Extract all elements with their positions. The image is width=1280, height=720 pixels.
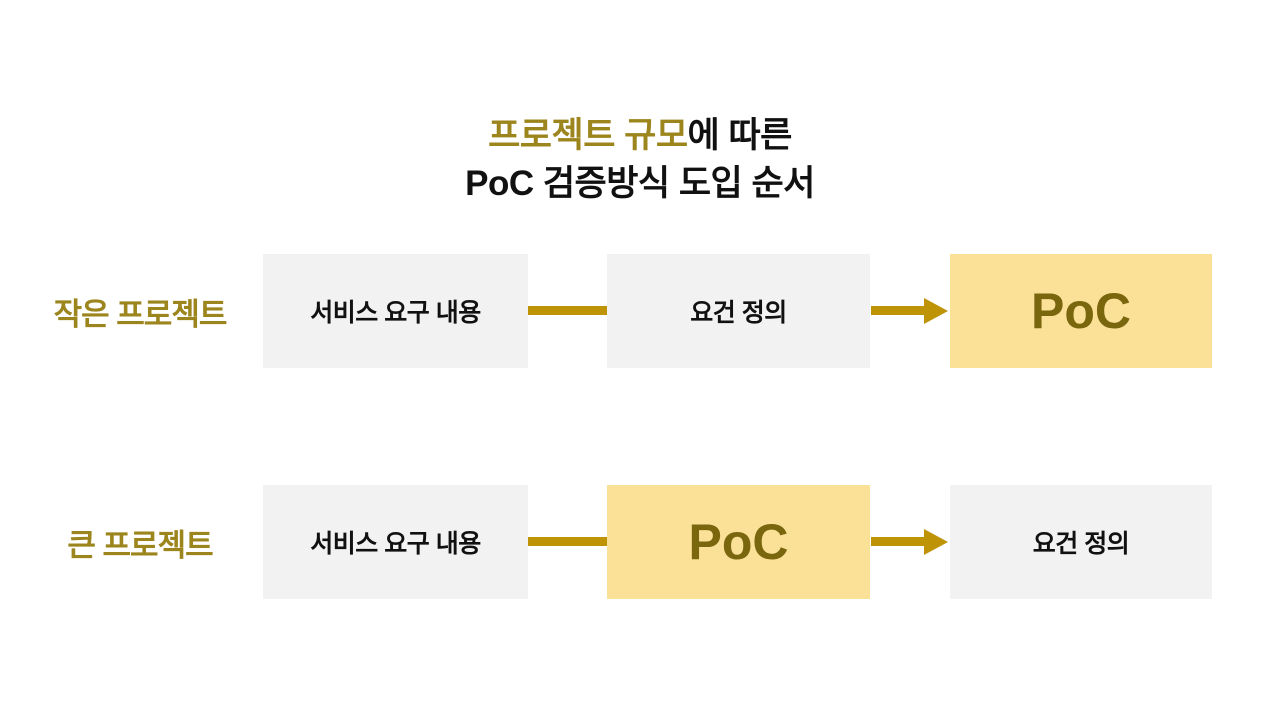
arrow-right-icon (871, 297, 948, 324)
title-line-2: PoC 검증방식 도입 순서 (465, 164, 815, 203)
flow-box-label: PoC (688, 514, 789, 570)
flow-box-poc-big: PoC (607, 485, 870, 599)
flow-box-label: 요건 정의 (690, 299, 787, 327)
flow-row-big-project: 큰 프로젝트 서비스 요구 내용 PoC 요건 정의 (0, 485, 1280, 599)
arrow-shaft (871, 537, 924, 546)
flow-box-label: 서비스 요구 내용 (310, 530, 481, 558)
flow-box-label: 요건 정의 (1032, 530, 1130, 558)
flow-box-label: PoC (1031, 283, 1131, 339)
diagram-title: 프로젝트 규모에 따른 PoC 검증방식 도입 순서 (0, 112, 1280, 208)
flow-row-small-project: 작은 프로젝트 서비스 요구 내용 요건 정의 PoC (0, 254, 1280, 368)
arrow-head (924, 528, 948, 555)
row-label-big-project: 큰 프로젝트 (67, 527, 213, 563)
flow-box-label: 서비스 요구 내용 (310, 299, 481, 327)
flow-box-requirement-definition-small: 요건 정의 (607, 254, 870, 368)
title-highlight: 프로젝트 규모 (488, 116, 688, 155)
title-line-1: 프로젝트 규모에 따른 (0, 112, 1280, 160)
connector-line (528, 537, 607, 546)
arrow-right-icon (871, 528, 948, 555)
arrow-head (924, 297, 948, 324)
flow-box-requirement-definition-big: 요건 정의 (950, 485, 1212, 599)
flow-box-poc-small: PoC (950, 254, 1212, 368)
flow-box-service-request-big: 서비스 요구 내용 (263, 485, 528, 599)
row-label-small-project: 작은 프로젝트 (53, 296, 228, 332)
title-line-1-rest: 에 따른 (687, 116, 793, 155)
flow-box-service-request-small: 서비스 요구 내용 (263, 254, 528, 368)
arrow-shaft (871, 306, 924, 315)
connector-line (528, 306, 607, 315)
